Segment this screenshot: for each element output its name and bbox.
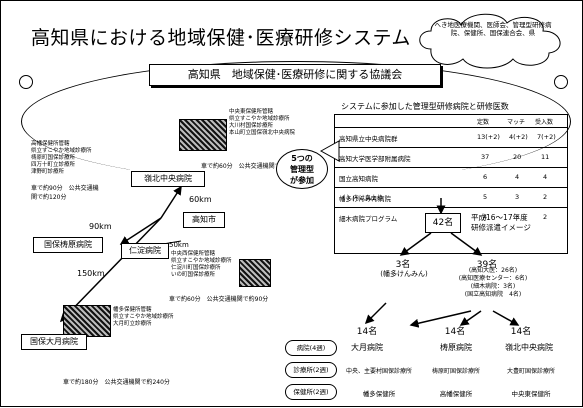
table-row: 高知県立中央病院群 13(+2) 4(+2) 7(+2) <box>335 127 567 148</box>
alloc-2: 14名 <box>444 327 466 337</box>
dist-60: 60km <box>189 195 212 204</box>
oval-node-right <box>554 75 568 89</box>
hospital-niyodo: 仁淀病院 <box>121 243 169 259</box>
council-oval <box>21 61 571 182</box>
photo-otsuki <box>63 305 111 337</box>
facility-kk: 中央東保健所管轄 県立すこやか地域診療所 大川村国保診療所 本山町立国保嶺北中央… <box>229 109 296 136</box>
dest-clinic-2: 梼原町国保診療所 <box>431 368 480 375</box>
legend-health: 保健所(2週) <box>285 384 337 400</box>
dest-health-2: 高幡保健所 <box>439 390 473 398</box>
alloc-3: 14名 <box>510 327 532 337</box>
right-detail: (高知大医：26名) (高知医療センター：6名) (細木病院：3名) (国立高知… <box>458 267 528 298</box>
total-count: 42名 <box>425 213 461 233</box>
legend-hospital: 病院(4週) <box>285 340 337 356</box>
stakeholder-text: へき地医療機関、医師会、管理型研修病院、保健所、国保連合会、県 <box>434 21 552 37</box>
hospital-reihoku: 嶺北中央病院 <box>131 171 205 187</box>
note-kk: 車で約60分 公共交通機関で約90分 <box>201 163 301 170</box>
dest-clinic-1: 中央、主要村国保診療所 <box>345 368 412 375</box>
note-jn: 車で約60分 公共交通機関で約90分 <box>169 296 269 303</box>
hospital-otsuki: 国保大月病院 <box>21 334 87 350</box>
right-count: 39名 <box>476 260 498 270</box>
five-participating-bubble: 5つの 管理型 が参加 <box>276 149 328 189</box>
table-header: 定数 マッチ 受入数 <box>335 115 567 128</box>
table-row: 細木病院プログラム 4 3 2 <box>339 213 548 223</box>
table-title: システムに参加した管理型研修病院と研修医数 <box>341 102 509 111</box>
dist-150: 150km <box>77 269 105 278</box>
header-quota: 定数 <box>477 119 490 126</box>
photo-niyodo <box>239 259 271 287</box>
dist-50: 50km <box>169 241 189 249</box>
table-row: 国立高知病院 6 4 4 <box>335 167 567 188</box>
oval-node-left <box>19 75 33 89</box>
dest-clinic-3: 大豊町国保診療所 <box>506 368 555 375</box>
note-ks: 車で約90分 公共交通機関で約120分 <box>31 185 99 201</box>
dest-health-1: 幡多保健所 <box>362 390 396 398</box>
table-row: 幡多けんみん病院 5 3 2 <box>335 187 567 208</box>
photo-reihoku <box>179 119 227 151</box>
city-kochi: 高知市 <box>183 212 225 228</box>
dest-hospital-1: 大月病院 <box>351 343 383 352</box>
legend-clinic: 診療所(2週) <box>285 362 337 378</box>
page-title: 高知県における地域保健･医療研修システム <box>31 27 411 49</box>
table-row: 高知大学医学部附属病院 37 20 11 <box>335 147 567 168</box>
facility-ks: 高幡保健所管轄 県立すこやか地域診療所 梼原町国保診療所 四万十町立診療所 津野… <box>31 141 92 175</box>
stakeholder-cloud <box>419 13 561 69</box>
dest-hospital-3: 嶺北中央病院 <box>505 343 553 352</box>
council-box: 高知県 地域保健･医療研修に関する協議会 <box>149 64 441 86</box>
alloc-1: 14名 <box>356 327 378 337</box>
hospital-yusuhara: 国保梼原病院 <box>33 237 103 253</box>
facility-jn: 中央西保健所管轄 県立すこやか地域診療所 仁淀川町国保診療所 いの町国保診療所 <box>171 251 232 278</box>
table-footnote: （ ）内は自由枠 <box>339 195 383 202</box>
header-match: マッチ <box>507 119 526 126</box>
plan-label: 平成16～17年度 研修派遣イメージ <box>471 213 531 232</box>
note-oo: 車で約180分 公共交通機関で約240分 <box>63 379 170 386</box>
header-accept: 受入数 <box>535 119 554 126</box>
dist-90: 90km <box>89 222 112 231</box>
dest-hospital-2: 梼原病院 <box>440 343 472 352</box>
left-sub: (幡多けんみん) <box>380 270 428 278</box>
left-count: 3名 <box>395 260 411 270</box>
facility-oo: 幡多保健所管轄 県立すこやか地域診療所 大月町立診療所 <box>113 307 174 327</box>
participating-table: 定数 マッチ 受入数 高知県立中央病院群 13(+2) 4(+2) 7(+2) … <box>334 114 568 254</box>
dest-health-3: 中央東保健所 <box>511 390 551 398</box>
